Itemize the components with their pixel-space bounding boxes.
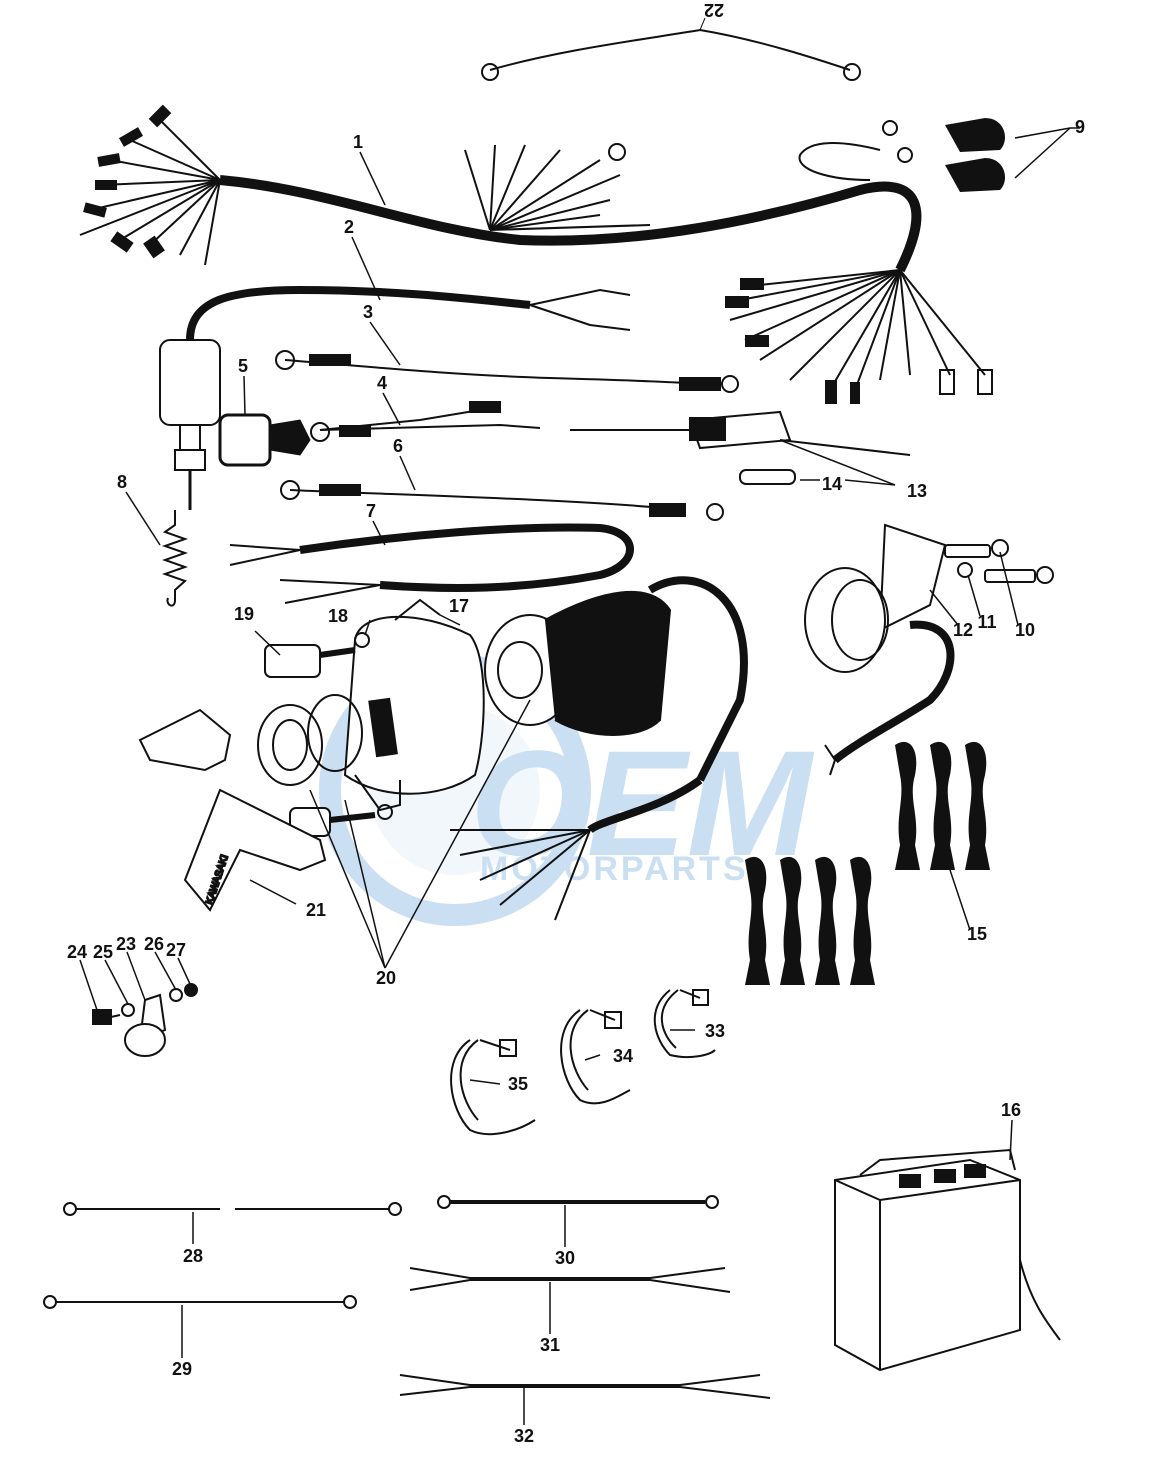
part-13-fuse-holder	[570, 410, 911, 485]
callout-31: 31	[540, 1335, 560, 1355]
callout-3: 3	[363, 302, 373, 322]
part-4-lead	[310, 401, 541, 442]
part-9-boots	[945, 118, 1071, 192]
ignition-switch-assembly	[257, 576, 748, 921]
callouts: 22 1 9 2 3 5 4 6 14 13 8 7 19 18 17 12 1…	[67, 0, 1085, 1446]
callout-11: 11	[977, 612, 996, 632]
callout-4: 4	[377, 373, 387, 393]
callout-2: 2	[344, 217, 354, 237]
callout-1: 1	[353, 132, 363, 152]
watermark-subtitle: MOTORPARTS	[480, 850, 749, 888]
callout-34: 34	[613, 1046, 633, 1066]
callout-26: 26	[144, 934, 164, 954]
callout-22: 22	[704, 0, 724, 20]
callout-18: 18	[328, 606, 348, 626]
part-1-main-harness	[79, 104, 993, 404]
callout-5: 5	[238, 356, 248, 376]
callout-29: 29	[172, 1359, 192, 1379]
callout-23: 23	[116, 934, 136, 954]
callout-17: 17	[449, 596, 469, 616]
part-5-grommet	[218, 413, 311, 467]
part-12-horn	[804, 523, 1054, 776]
leader-lines	[79, 127, 1080, 1425]
parts-33-35-clamps	[450, 989, 716, 1136]
part-7-harness	[229, 523, 634, 604]
callout-6: 6	[393, 436, 403, 456]
part-6-lead	[280, 480, 724, 521]
lead-31	[409, 1267, 731, 1293]
part-3-lead	[275, 350, 739, 393]
callout-19: 19	[234, 604, 254, 624]
callout-25: 25	[93, 942, 113, 962]
callout-7: 7	[366, 501, 376, 521]
lead-30	[437, 1195, 719, 1209]
callout-9: 9	[1075, 117, 1085, 137]
callout-8: 8	[117, 472, 127, 492]
lead-28	[63, 1202, 402, 1216]
callout-16: 16	[1001, 1100, 1021, 1120]
part-15-straps	[745, 741, 990, 985]
lead-32	[399, 1374, 771, 1399]
callout-20: 20	[376, 968, 396, 988]
lead-29	[43, 1295, 357, 1309]
part-2-harness	[159, 285, 631, 510]
callout-24: 24	[67, 942, 87, 962]
callout-33: 33	[705, 1021, 725, 1041]
callout-28: 28	[183, 1246, 203, 1266]
callout-15: 15	[967, 924, 987, 944]
part-22-cable	[481, 17, 861, 81]
callout-27: 27	[166, 940, 186, 960]
callout-12: 12	[953, 620, 973, 640]
callout-10: 10	[1015, 620, 1035, 640]
part-16-battery	[834, 1148, 1061, 1372]
parts-23-27-fastener	[92, 983, 198, 1057]
part-8-spring	[161, 510, 189, 607]
callout-30: 30	[555, 1248, 575, 1268]
callout-35: 35	[508, 1074, 528, 1094]
callout-14: 14	[822, 474, 842, 494]
callout-32: 32	[514, 1426, 534, 1446]
callout-13: 13	[907, 481, 927, 501]
callout-21: 21	[306, 900, 326, 920]
